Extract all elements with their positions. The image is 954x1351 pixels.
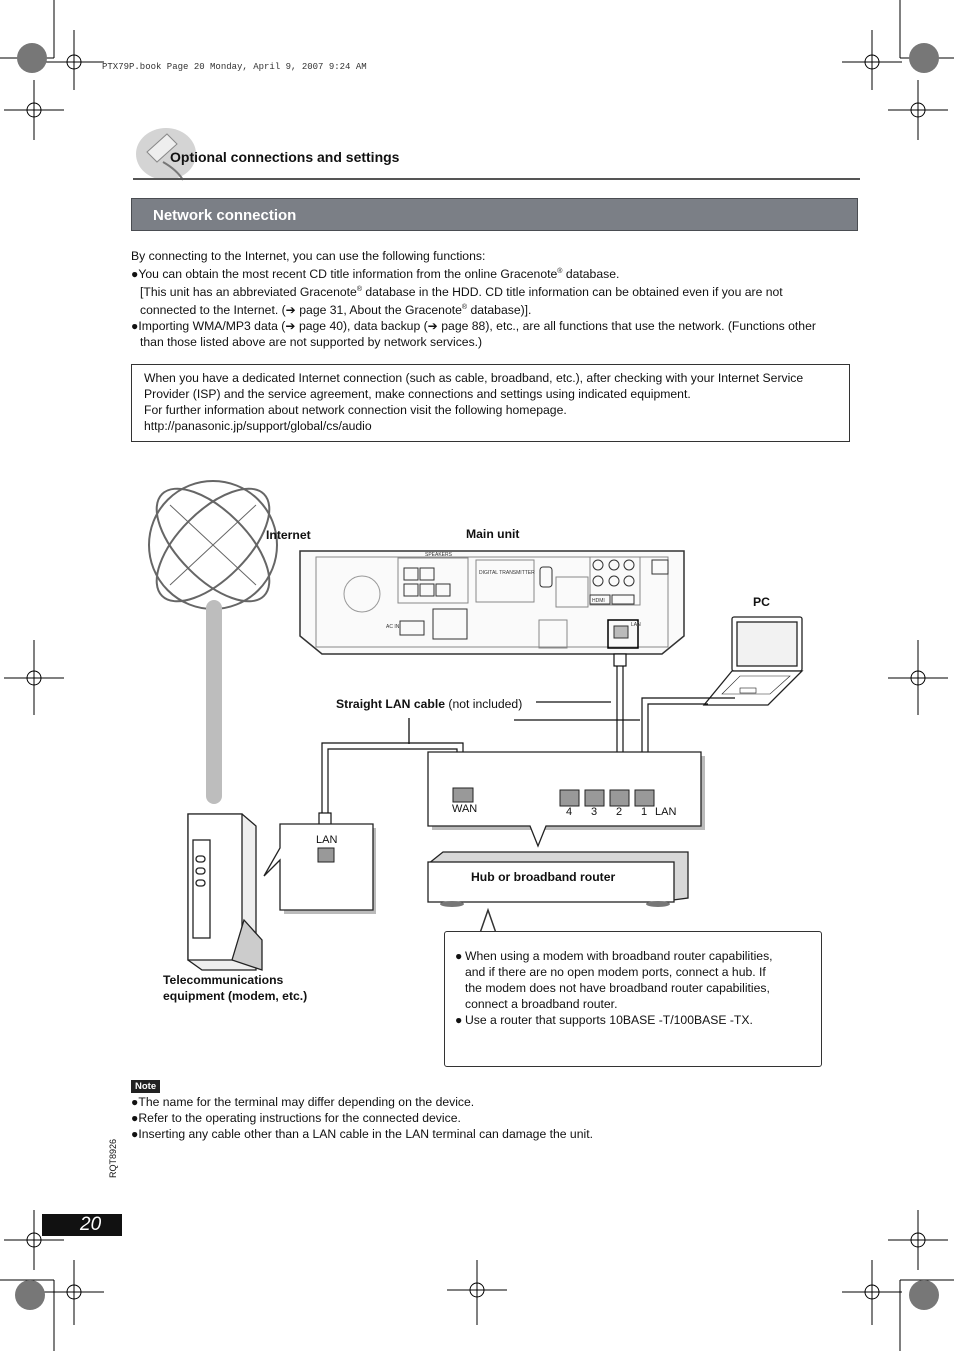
notes-list: ●The name for the terminal may differ de…: [131, 1094, 593, 1142]
port-number-1: 1: [641, 806, 648, 818]
port-number-2: 2: [616, 806, 623, 818]
rear-digital-label: DIGITAL TRANSMITTER: [479, 570, 535, 576]
info-box: When you have a dedicated Internet conne…: [131, 364, 850, 442]
pc-laptop-icon: [702, 616, 804, 706]
callout-bullet-2: ● Use a router that supports 10BASE -T/1…: [455, 1013, 753, 1027]
info-url: http://panasonic.jp/support/global/cs/au…: [144, 419, 372, 433]
page-number: 20: [80, 1214, 102, 1235]
modem-lan-label: LAN: [316, 834, 338, 846]
info-line-1: When you have a dedicated Internet conne…: [144, 371, 804, 385]
router-label: Hub or broadband router: [471, 870, 616, 884]
page-number-bar: [42, 1214, 122, 1236]
intro-bullet-2-detail: than those listed above are not supporte…: [140, 335, 483, 350]
main-unit-label: Main unit: [466, 527, 520, 541]
rear-lan-label: LAN: [631, 622, 641, 628]
note-item: ●Refer to the operating instructions for…: [131, 1111, 461, 1125]
rear-ac-label: AC IN: [386, 624, 400, 630]
intro-bullet-1: ●You can obtain the most recent CD title…: [131, 267, 620, 282]
pc-label: PC: [753, 595, 770, 609]
print-header: PTX79P.book Page 20 Monday, April 9, 200…: [102, 62, 367, 72]
rear-hdmi-label: HDMI: [592, 598, 605, 604]
callout-bullet-1: ● When using a modem with broadband rout…: [455, 949, 773, 1011]
main-unit-rear-panel: [299, 550, 685, 655]
banner: Network connection: [131, 198, 858, 231]
port-number-3: 3: [591, 806, 598, 818]
telecom-label: Telecommunications equipment (modem, etc…: [163, 973, 308, 1003]
cable-label: Straight LAN cable (not included): [336, 697, 523, 711]
wan-label: WAN: [452, 803, 478, 815]
modem-device-icon: [187, 813, 263, 971]
router-callout: ● When using a modem with broadband rout…: [444, 931, 822, 1067]
router-box: [427, 851, 689, 907]
connection-pole: [206, 600, 222, 804]
intro-lead: By connecting to the Internet, you can u…: [131, 249, 486, 263]
info-line-3: For further information about network co…: [144, 403, 567, 417]
router-lan-label: LAN: [655, 806, 677, 818]
port-number-4: 4: [566, 806, 573, 818]
note-item: ●Inserting any cable other than a LAN ca…: [131, 1127, 593, 1141]
intro-bullet-1-detail: [This unit has an abbreviated Gracenote®…: [140, 285, 783, 300]
internet-globe-icon: [148, 480, 278, 610]
internet-label: Internet: [266, 528, 311, 542]
modem-lan-panel: [263, 823, 376, 914]
intro-text: By connecting to the Internet, you can u…: [131, 248, 861, 350]
banner-title: Network connection: [153, 207, 297, 224]
rear-speakers-label: SPEAKERS: [425, 552, 453, 558]
doc-code: RQT8926: [108, 1138, 118, 1178]
note-tag: Note: [131, 1080, 161, 1093]
info-line-2: Provider (ISP) and the service agreement…: [144, 387, 691, 401]
note-item: ●The name for the terminal may differ de…: [131, 1095, 475, 1109]
intro-bullet-2: ●Importing WMA/MP3 data (➔ page 40), dat…: [131, 319, 816, 334]
section-title: Optional connections and settings: [170, 149, 400, 165]
intro-bullet-1-detail-2: connected to the Internet. (➔ page 31, A…: [140, 303, 532, 318]
section-rule: [133, 178, 860, 180]
router-port-panel: [427, 751, 705, 848]
